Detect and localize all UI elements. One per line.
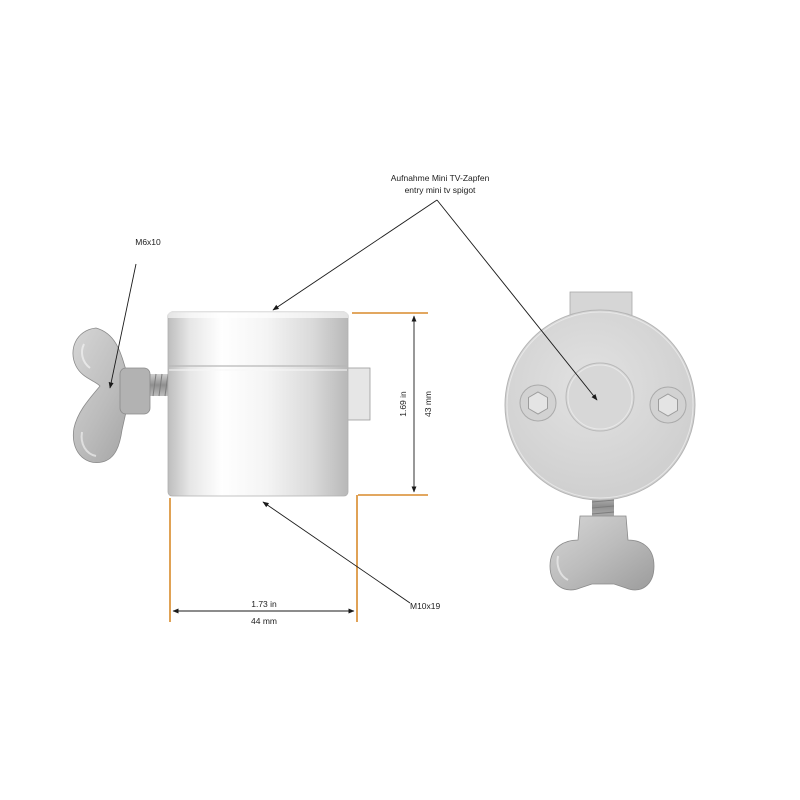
wing-screw-label: M6x10: [135, 237, 161, 247]
width-mm-label: 44 mm: [251, 616, 277, 626]
hex-socket-icon: [519, 384, 557, 422]
bottom-screw-label: M10x19: [410, 601, 441, 611]
hex-socket-icon: [649, 386, 687, 424]
width-in-label: 1.73 in: [251, 599, 277, 609]
clamp-cylinder: [167, 311, 349, 497]
spigot-label-en: entry mini tv spigot: [405, 185, 476, 195]
spigot-leader-side: [272, 199, 438, 311]
wing-screw-icon: [72, 327, 151, 463]
spigot-label-de: Aufnahme Mini TV-Zapfen: [391, 173, 490, 183]
wing-screw-leader: [108, 263, 137, 389]
height-mm-label: 43 mm: [423, 391, 433, 417]
bottom-wing-screw-icon: [549, 515, 655, 591]
bottom-screw-leader: [262, 501, 411, 604]
height-in-label: 1.69 in: [398, 391, 408, 417]
spigot-leader-top: [436, 199, 598, 401]
side-view: [72, 311, 371, 497]
spigot-bore: [565, 362, 635, 432]
leader-lines: [108, 199, 598, 604]
dimension-lines: [169, 312, 428, 622]
labels: Aufnahme Mini TV-Zapfen entry mini tv sp…: [135, 173, 489, 626]
top-view: [504, 291, 696, 591]
